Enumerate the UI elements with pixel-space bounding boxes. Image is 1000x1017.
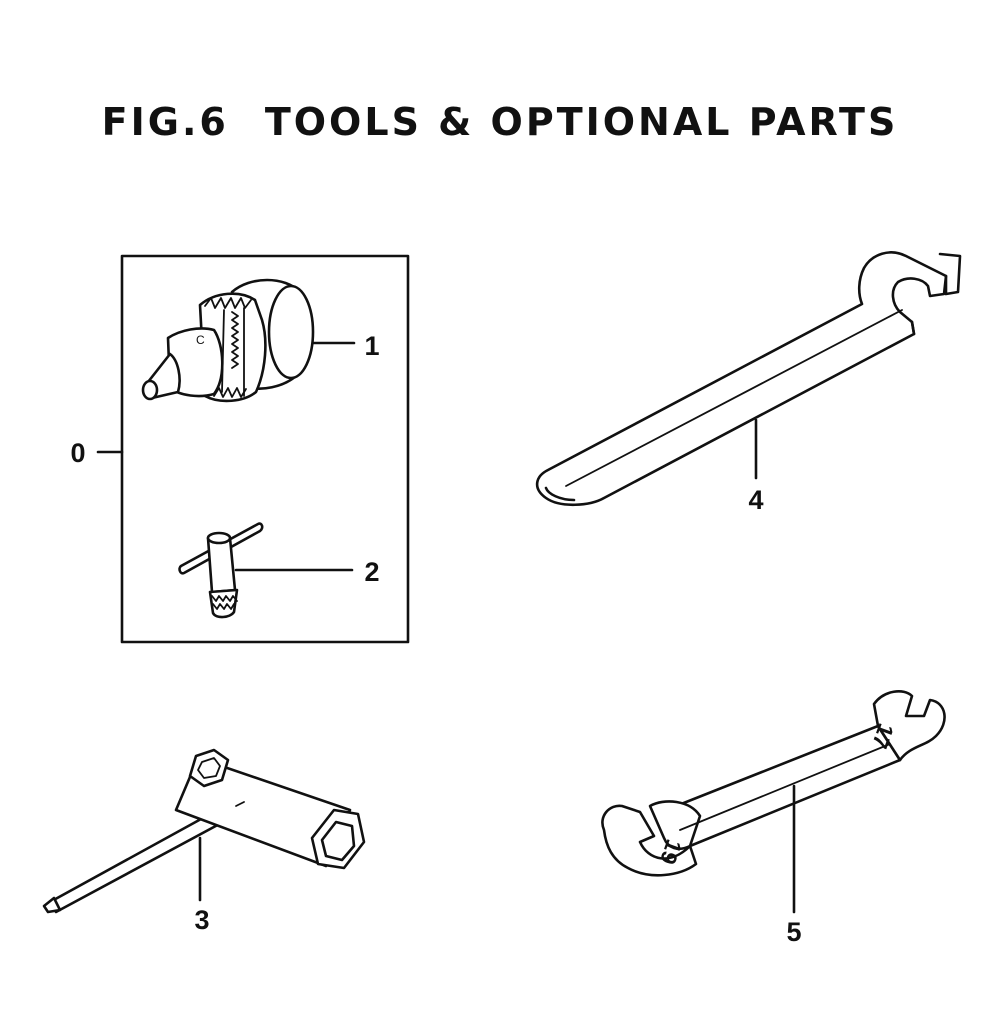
open-end-wrench: 19 17 5: [601, 690, 946, 947]
callout-5: 5: [786, 917, 801, 947]
callout-2: 2: [364, 557, 379, 587]
figure-caption: TOOLS & OPTIONAL PARTS: [264, 100, 899, 144]
chuck-assembly-box: 0: [70, 254, 410, 644]
drill-chuck: C 1: [141, 278, 380, 403]
figure-title: FIG.6 TOOLS & OPTIONAL PARTS: [0, 100, 1000, 144]
socket-wrench: 3: [42, 748, 366, 935]
svg-text:C: C: [196, 333, 205, 347]
callout-0: 0: [70, 438, 85, 468]
chuck-key: 2: [178, 522, 380, 619]
figure-number: FIG.6: [101, 100, 229, 144]
callout-4: 4: [748, 485, 763, 515]
callout-3: 3: [194, 905, 209, 935]
callout-1: 1: [364, 331, 379, 361]
hook-spanner-wrench: 4: [535, 251, 962, 515]
